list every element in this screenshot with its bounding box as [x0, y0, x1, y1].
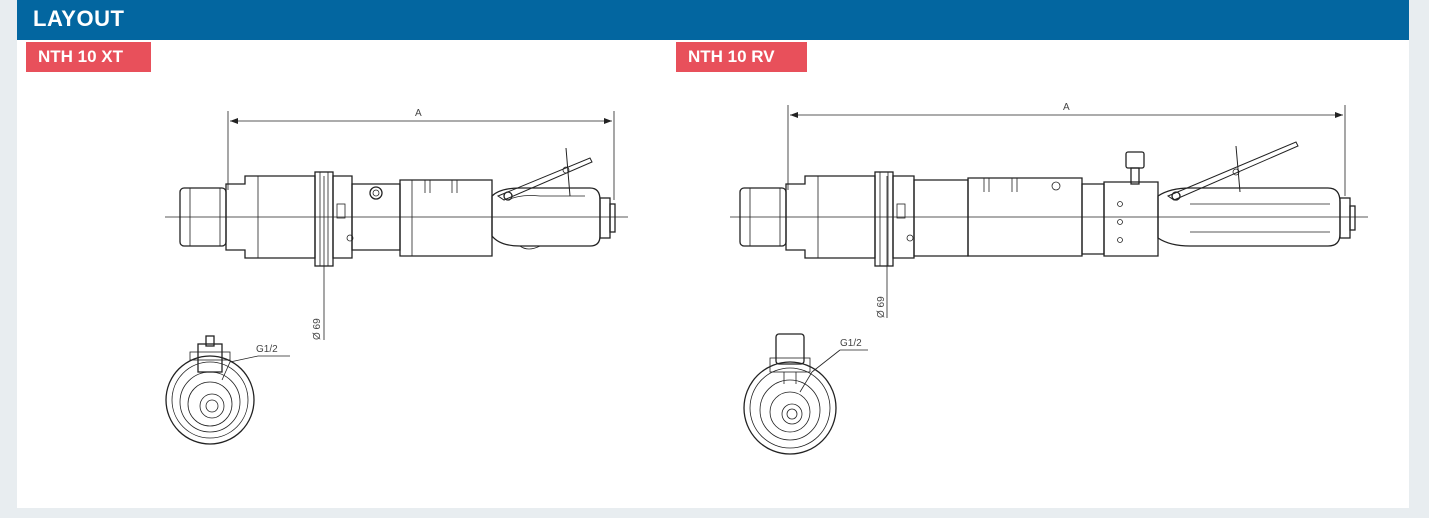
model-tag-xt: NTH 10 XT — [26, 42, 151, 72]
thread-label: G1/2 — [840, 338, 862, 349]
layout-panel — [17, 0, 1409, 508]
end-view-xt: G1/2 — [165, 335, 290, 445]
dimension-a-label: A — [1063, 102, 1070, 113]
section-title: LAYOUT — [33, 6, 125, 31]
dimension-a-label: A — [415, 108, 422, 119]
section-header: LAYOUT — [17, 0, 1409, 40]
end-view-rv: G1/2 — [743, 333, 868, 455]
model-tag-rv: NTH 10 RV — [676, 42, 807, 72]
thread-label: G1/2 — [256, 344, 278, 355]
tool-drawing-rv: A — [730, 102, 1368, 455]
diameter-label: Ø 69 — [876, 296, 887, 318]
tool-drawing-xt: A Ø 69 — [165, 108, 628, 445]
diameter-label: Ø 69 — [312, 318, 323, 340]
